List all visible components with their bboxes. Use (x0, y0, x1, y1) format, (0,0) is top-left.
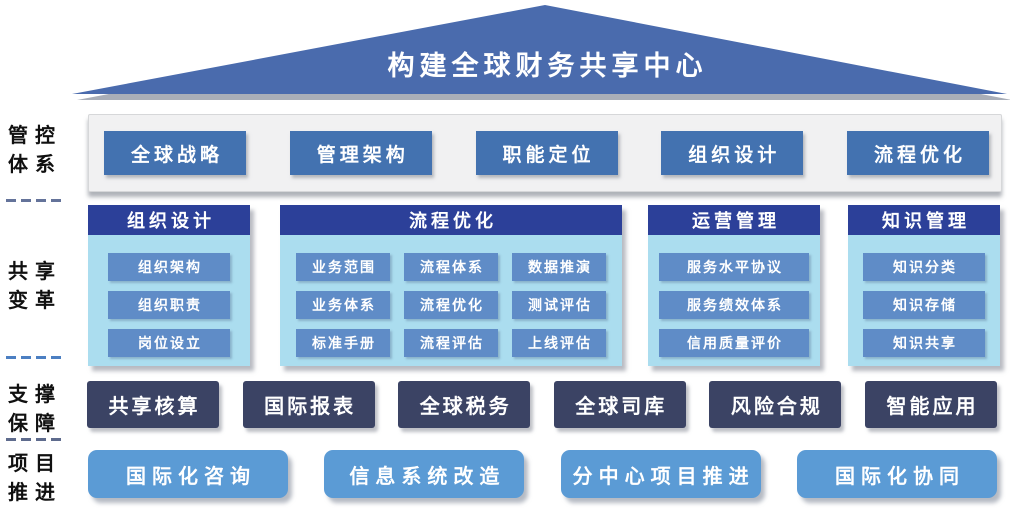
side-label-project-advancement: 项目推进 (8, 453, 62, 504)
project-box-internationalization-collaboration: 国际化协同 (796, 450, 997, 498)
control-box-global-strategy: 全球战略 (104, 131, 246, 175)
panel-header: 知识管理 (848, 205, 1000, 235)
panel-item: 数据推演 (512, 253, 606, 281)
rail-divider (6, 199, 63, 202)
project-box-internationalization-consulting: 国际化咨询 (88, 450, 288, 498)
project-row: 国际化咨询 信息系统改造 分中心项目推进 国际化协同 (88, 450, 997, 498)
support-box-global-treasury: 全球司库 (553, 381, 686, 428)
panel-body: 业务范围 流程体系 数据推演 业务体系 流程优化 测试评估 标准手册 流程评估 … (280, 235, 622, 366)
panel-item: 服务水平协议 (659, 253, 809, 281)
panel-item: 业务范围 (296, 253, 390, 281)
support-box-global-tax: 全球税务 (398, 381, 531, 428)
panel-item: 上线评估 (512, 329, 606, 357)
main-title: 构建全球财务共享中心 (387, 51, 708, 81)
side-label-shared-transformation: 共享变革 (8, 261, 62, 312)
roof-shape (72, 5, 1010, 100)
panel-item: 知识共享 (863, 329, 985, 357)
control-box-function-positioning: 职能定位 (475, 131, 618, 175)
control-row: 全球战略 管理架构 职能定位 组织设计 流程优化 (88, 114, 1002, 192)
panel-body: 知识分类 知识存储 知识共享 (848, 235, 1000, 366)
panel-item: 流程体系 (404, 253, 498, 281)
project-box-information-system-transformation: 信息系统改造 (324, 450, 525, 498)
panel-header: 运营管理 (648, 205, 820, 235)
panel-item: 岗位设立 (108, 329, 230, 357)
support-box-risk-compliance: 风险合规 (709, 381, 842, 428)
control-box-process-optimization: 流程优化 (847, 131, 989, 175)
project-box-subcenter-project-advancement: 分中心项目推进 (560, 450, 761, 498)
panel-item: 知识存储 (863, 291, 985, 319)
panel-header: 流程优化 (280, 205, 622, 235)
roof-triangle (72, 5, 1007, 94)
panel-item: 组织职责 (108, 291, 230, 319)
support-box-intelligent-applications: 智能应用 (864, 381, 997, 428)
support-row: 共享核算 国际报表 全球税务 全球司库 风险合规 智能应用 (87, 381, 997, 428)
control-box-organization-design: 组织设计 (661, 131, 804, 175)
panel-process-optimization: 流程优化 业务范围 流程体系 数据推演 业务体系 流程优化 测试评估 标准手册 … (280, 205, 622, 366)
panel-item: 信用质量评价 (659, 329, 809, 357)
panel-body: 服务水平协议 服务绩效体系 信用质量评价 (648, 235, 820, 366)
pyramid-roof: 构建全球财务共享中心 (60, 2, 1010, 108)
panel-item: 标准手册 (296, 329, 390, 357)
panel-organization-design: 组织设计 组织架构 组织职责 岗位设立 (88, 205, 250, 366)
support-box-shared-accounting: 共享核算 (87, 381, 219, 428)
rail-divider (6, 438, 63, 441)
panel-item: 组织架构 (108, 253, 230, 281)
side-label-support-guarantee: 支撑保障 (8, 384, 62, 435)
panel-item: 流程评估 (404, 329, 498, 357)
side-label-governance-system: 管控体系 (8, 125, 62, 176)
panel-item: 流程优化 (404, 291, 498, 319)
panel-header: 组织设计 (88, 205, 250, 235)
panel-item: 知识分类 (863, 253, 985, 281)
panel-item: 业务体系 (296, 291, 390, 319)
control-box-management-structure: 管理架构 (289, 131, 432, 175)
rail-divider (6, 356, 63, 359)
panel-item: 测试评估 (512, 291, 606, 319)
panel-knowledge-management: 知识管理 知识分类 知识存储 知识共享 (848, 205, 1000, 366)
panel-operations-management: 运营管理 服务水平协议 服务绩效体系 信用质量评价 (648, 205, 820, 366)
panel-item: 服务绩效体系 (659, 291, 809, 319)
panel-body: 组织架构 组织职责 岗位设立 (88, 235, 250, 366)
support-box-international-reporting: 国际报表 (242, 381, 375, 428)
